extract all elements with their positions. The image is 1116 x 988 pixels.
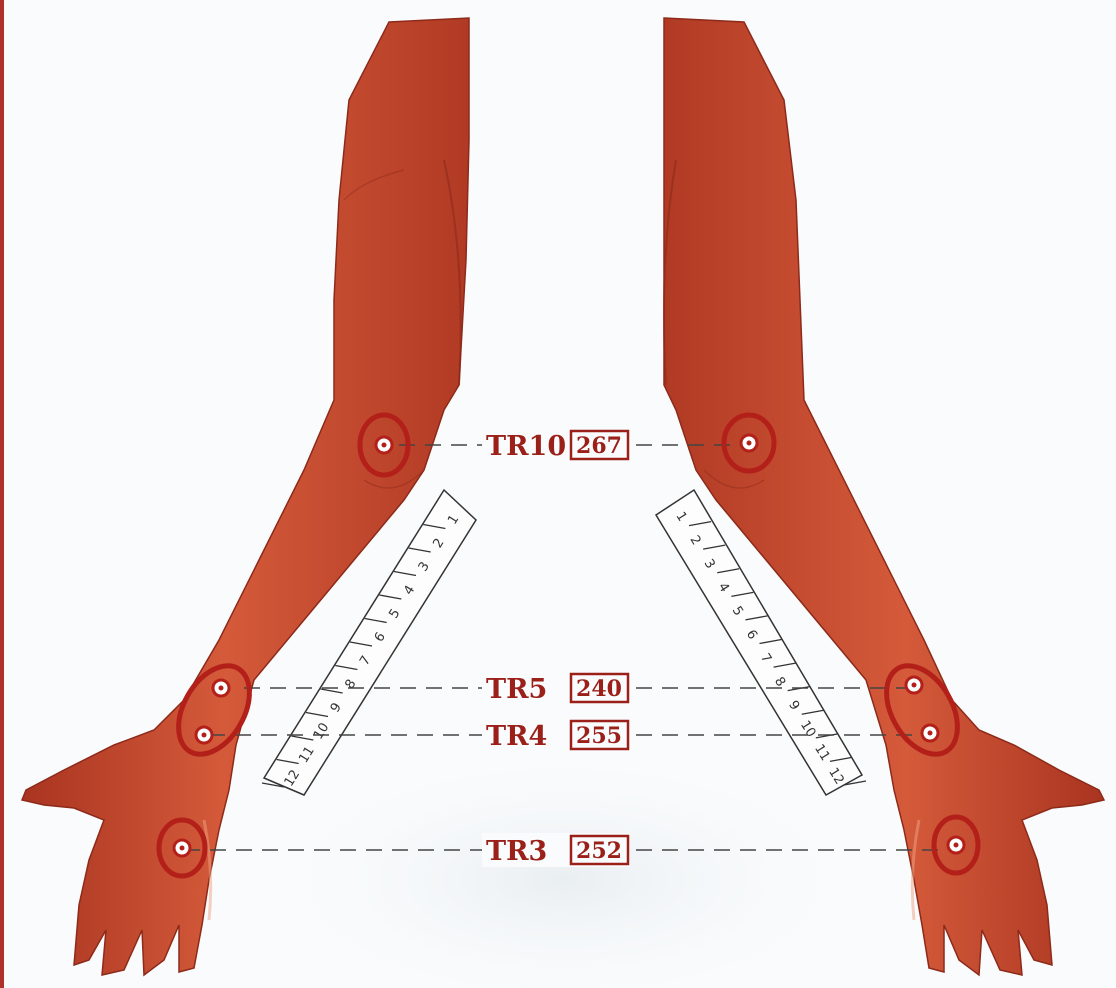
label-tr3: TR3 252 [482,833,630,867]
label-tr4-number: 255 [576,723,622,749]
label-tr5: TR5 240 [482,671,630,705]
label-tr10: TR10 267 [482,428,630,462]
label-tr3-number: 252 [576,838,622,864]
label-tr3-code: TR3 [486,836,547,867]
label-tr10-code: TR10 [486,431,566,462]
label-tr4: TR4 255 [482,718,630,752]
label-tr5-number: 240 [576,676,622,702]
label-tr10-number: 267 [576,433,622,459]
label-tr5-code: TR5 [486,674,547,705]
background-glow [264,750,864,988]
label-tr4-code: TR4 [486,721,547,752]
